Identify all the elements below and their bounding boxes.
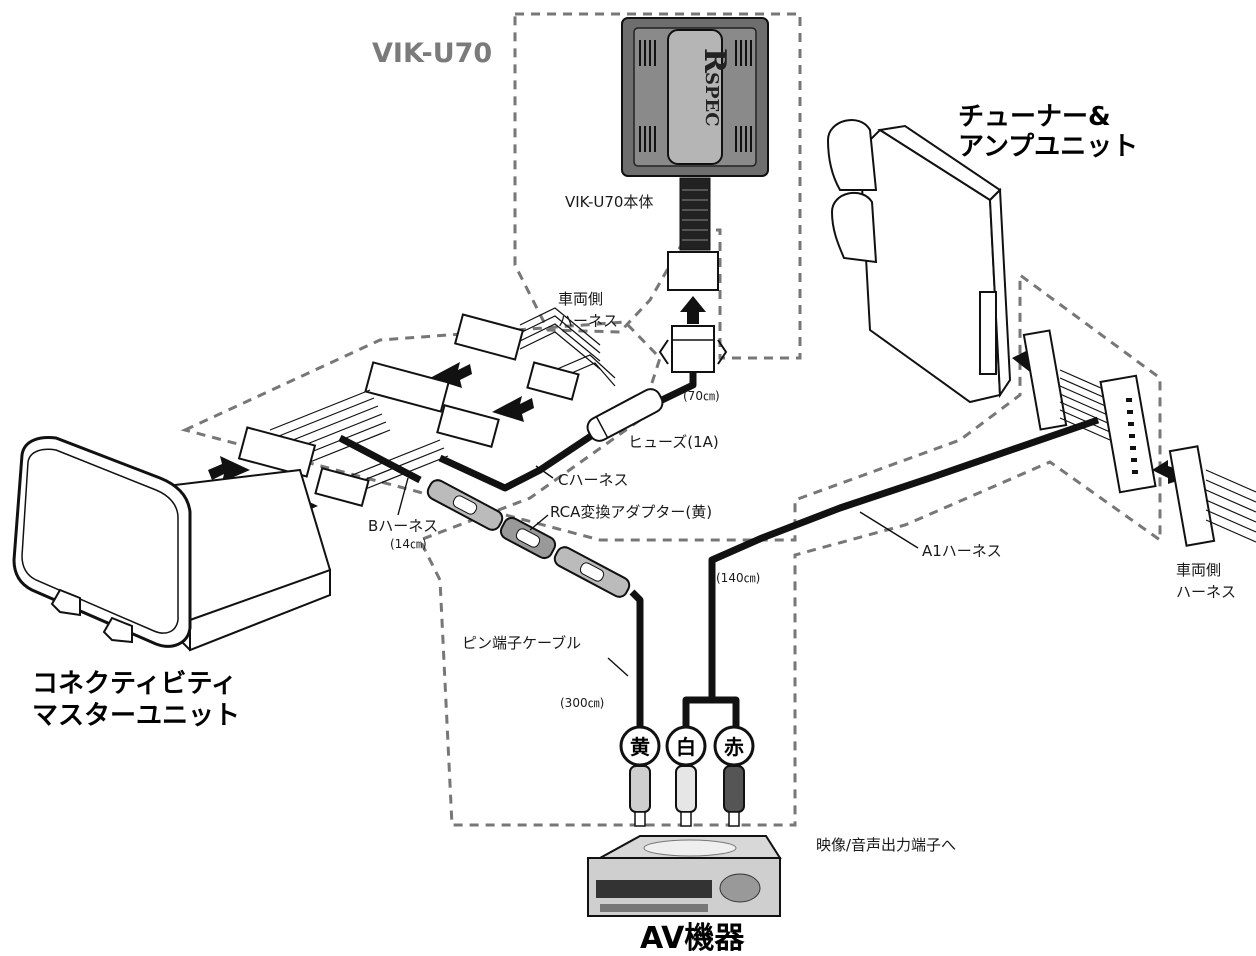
rca-plugs: 黄 白 赤 — [619, 725, 755, 827]
tuner-amp-unit — [826, 119, 1012, 404]
rca-plug-yellow: 黄 — [619, 725, 661, 827]
c-harness-cable — [438, 372, 697, 492]
svg-text:黄: 黄 — [630, 735, 650, 759]
unit-connector — [658, 177, 728, 373]
rca-plug-red: 赤 — [713, 725, 755, 827]
svg-text:白: 白 — [676, 735, 696, 759]
device-title: VIK-U70 — [372, 38, 492, 69]
arrow-icon — [492, 396, 534, 422]
vehicle-harness-2-line2: ハーネス — [1176, 583, 1236, 601]
master-title-line2: マスターユニット — [32, 701, 240, 731]
rca-adapter-label: RCA変換アダプター(黄) — [550, 503, 712, 521]
rca-chain — [426, 479, 631, 598]
a1-harness-label: A1ハーネス — [922, 542, 1002, 560]
len-300-label: (300㎝) — [560, 696, 604, 710]
arrow-icon — [208, 456, 250, 482]
tuner-title-line1: チューナー& — [958, 102, 1111, 132]
av-title: AV機器 — [640, 921, 745, 956]
pin-cable — [629, 589, 644, 740]
output-label: 映像/音声出力端子へ — [816, 836, 956, 854]
vehicle-harness-2-line1: 車両側 — [1176, 561, 1221, 579]
vehicle-harness-top — [453, 307, 616, 401]
arrow-icon — [430, 362, 472, 388]
master-title-line1: コネクティビティ — [32, 669, 237, 699]
brand-logo-word: SPEC — [701, 72, 722, 127]
connectivity-master-unit — [12, 436, 331, 652]
vik-u70-unit: R SPEC — [621, 17, 769, 177]
body-label: VIK-U70本体 — [565, 193, 653, 211]
len-70-label: (70㎝) — [683, 389, 720, 403]
pin-cable-label: ピン端子ケーブル — [462, 634, 581, 652]
tuner-title-line2: アンプユニット — [958, 132, 1138, 162]
fuse-label: ヒューズ(1A) — [628, 433, 719, 451]
tuner-harness — [1012, 329, 1256, 547]
arrow-icon — [1152, 460, 1180, 484]
len-14-label: (14㎝) — [390, 537, 427, 551]
svg-text:赤: 赤 — [724, 735, 744, 759]
av-device — [587, 835, 782, 917]
len-140-label: (140㎝) — [716, 571, 760, 585]
fuse-holder — [586, 388, 664, 442]
b-harness-cable — [338, 434, 422, 484]
harness-block — [237, 361, 500, 507]
vehicle-harness-1-line1: 車両側 — [558, 290, 603, 308]
b-harness-label: Bハーネス — [368, 517, 438, 535]
vehicle-harness-1-line2: ハーネス — [558, 312, 618, 330]
c-harness-label: Cハーネス — [558, 471, 628, 489]
brand-logo-letter: R — [697, 48, 732, 74]
rca-plug-white: 白 — [665, 725, 707, 827]
